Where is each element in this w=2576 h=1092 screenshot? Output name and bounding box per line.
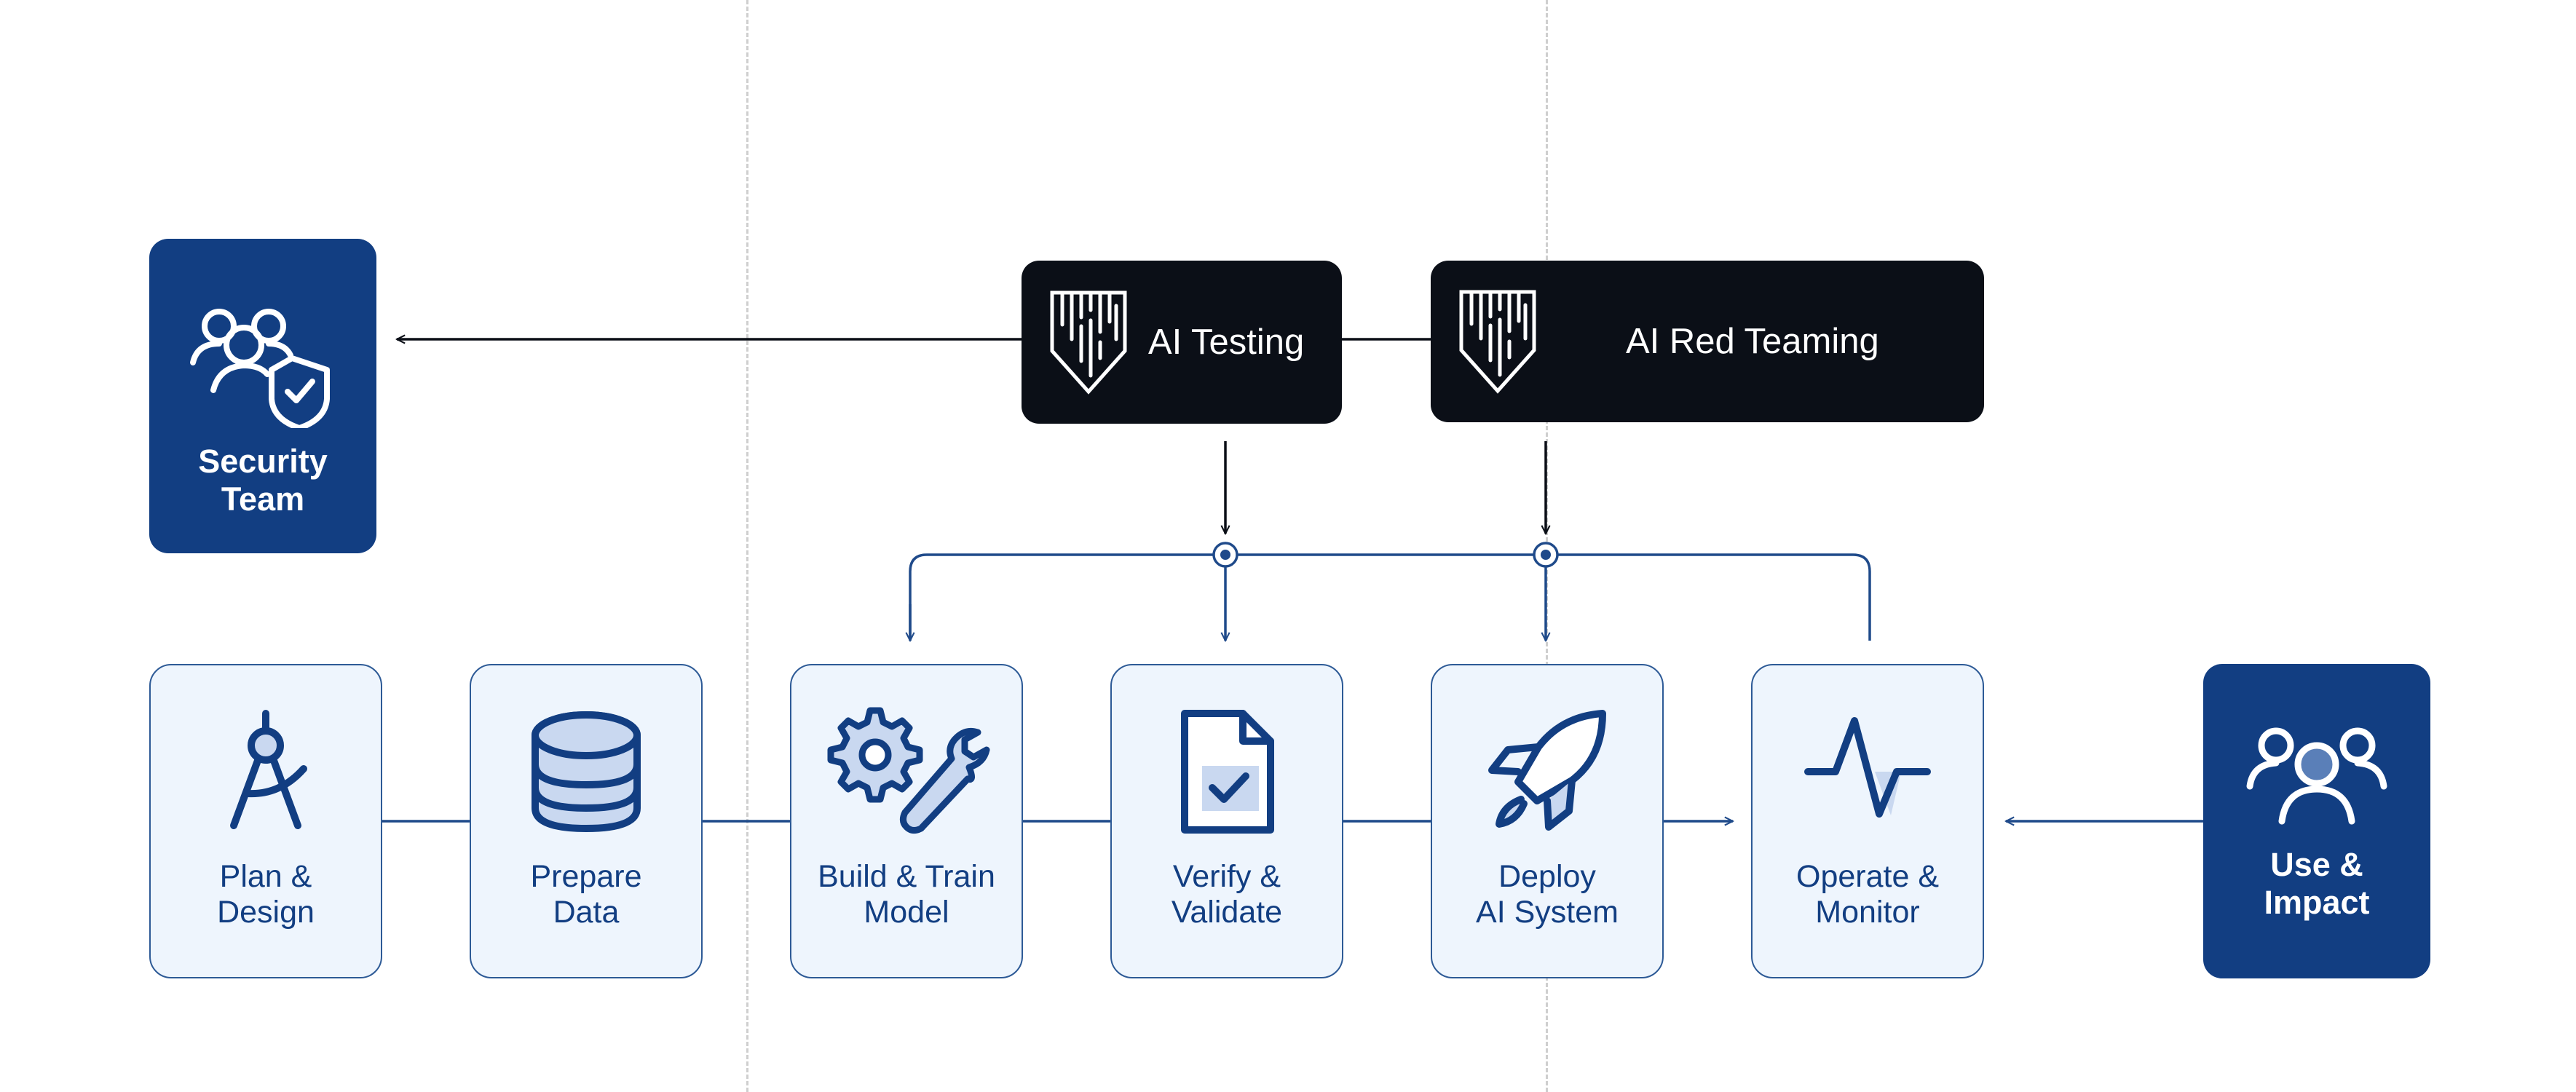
shield-logo-icon (1459, 290, 1536, 394)
stage-build-train[interactable]: Build & Train Model (790, 664, 1023, 978)
stage-label: Build & Train Model (818, 859, 995, 930)
security-team-box[interactable]: Security Team (149, 239, 376, 553)
team-shield-icon (190, 309, 330, 428)
ai-red-teaming-box[interactable]: AI Red Teaming (1431, 261, 1984, 422)
stage-prepare-data[interactable]: Prepare Data (470, 664, 703, 978)
bus-line (909, 553, 1871, 641)
stage-label: Operate & Monitor (1796, 859, 1939, 930)
stage-plan-design[interactable]: Plan & Design (149, 664, 382, 978)
stage-label: Deploy AI System (1476, 859, 1619, 930)
use-impact-label: Use & Impact (2264, 846, 2370, 921)
pulse-icon (1804, 717, 1931, 818)
phase-divider-left (746, 0, 748, 1092)
stage-label: Prepare Data (530, 859, 642, 930)
gear-wrench-icon (827, 707, 990, 834)
use-impact-box[interactable]: Use & Impact (2203, 664, 2430, 978)
database-icon (532, 711, 641, 833)
shield-logo-icon (1050, 290, 1127, 395)
stage-deploy[interactable]: Deploy AI System (1431, 664, 1664, 978)
document-check-icon (1181, 710, 1274, 834)
ai-red-teaming-label: AI Red Teaming (1626, 322, 1879, 361)
stage-operate-monitor[interactable]: Operate & Monitor (1751, 664, 1984, 978)
ai-testing-box[interactable]: AI Testing (1022, 261, 1342, 424)
compass-icon (230, 710, 307, 829)
stage-verify-validate[interactable]: Verify & Validate (1110, 664, 1343, 978)
stage-label: Verify & Validate (1171, 859, 1283, 930)
security-team-label: Security Team (198, 443, 328, 518)
rocket-icon (1488, 710, 1606, 831)
users-icon (2246, 727, 2387, 825)
ai-testing-label: AI Testing (1148, 323, 1305, 362)
stage-label: Plan & Design (217, 859, 315, 930)
